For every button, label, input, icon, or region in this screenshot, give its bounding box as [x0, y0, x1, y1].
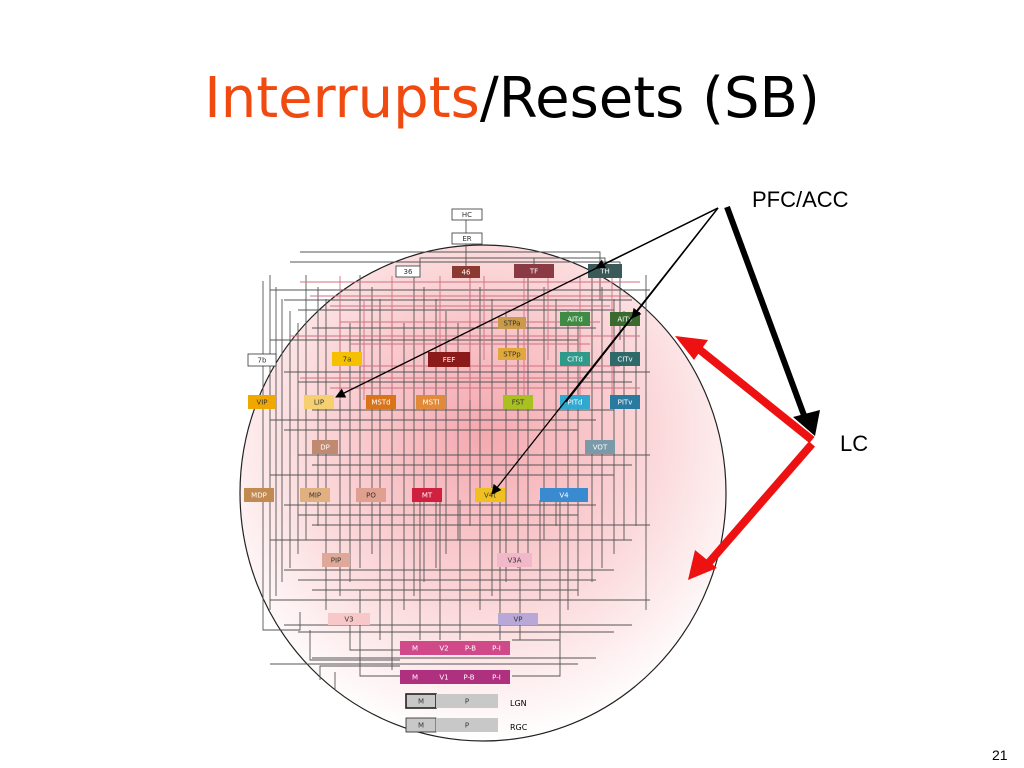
area-label-citv: CITv	[617, 356, 632, 364]
area-label-msti: MSTl	[423, 399, 440, 407]
area-label-vp: VP	[513, 616, 522, 624]
slide-title: Interrupts/Resets (SB)	[0, 68, 1024, 130]
area-box-stpp	[498, 348, 526, 360]
area-label-stpa: STPa	[504, 320, 521, 328]
area-label-mdp: MDP	[251, 492, 267, 500]
area-box-pitv	[610, 395, 640, 409]
area-box-a7a	[332, 352, 362, 366]
area-label-v4t: V4t	[484, 492, 496, 500]
area-box-v2m	[400, 641, 430, 655]
area-label-pitv: PITv	[618, 399, 633, 407]
area-box-fef	[428, 352, 470, 367]
area-box-mt	[412, 488, 442, 502]
area-label-v1: V1	[439, 674, 448, 682]
area-box-vot	[585, 440, 615, 454]
area-label-th: TH	[599, 268, 610, 276]
area-label-a36: 36	[404, 268, 413, 276]
area-label-pip: PIP	[331, 557, 342, 565]
area-box-po	[356, 488, 386, 502]
area-label-fst: FST	[512, 399, 525, 407]
area-label-mt: MT	[422, 492, 433, 500]
area-label-pitd: PITd	[567, 399, 582, 407]
area-box-v4	[540, 488, 588, 502]
area-box-v3a	[497, 553, 532, 567]
area-box-lip	[304, 395, 334, 409]
area-box-v2pi	[483, 641, 510, 655]
area-label-po: PO	[366, 492, 376, 500]
area-box-mdp	[244, 488, 274, 502]
area-box-v1	[430, 670, 458, 684]
area-box-v1m	[400, 670, 430, 684]
lgn-label: LGN	[510, 699, 527, 708]
area-label-v2pb: P-B	[465, 645, 476, 653]
area-box-aitd	[560, 312, 590, 326]
area-box-stpa	[498, 317, 526, 329]
pfc-to-lc-arrow	[724, 205, 820, 436]
area-box-v1pi	[483, 670, 510, 684]
area-box-msti	[416, 395, 446, 409]
area-label-vip: VIP	[256, 399, 267, 407]
title-rest: /Resets (SB)	[479, 66, 820, 131]
area-label-a7a: 7a	[343, 356, 352, 364]
area-label-hc: HC	[462, 211, 472, 219]
area-label-v2m: M	[412, 645, 418, 653]
pfc-projection-arrows	[335, 207, 719, 495]
area-label-dp: DP	[320, 444, 330, 452]
area-label-a7b: 7b	[258, 357, 267, 365]
area-label-rgcm: M	[418, 722, 424, 730]
area-label-mip: MIP	[309, 492, 321, 500]
area-box-v1pb	[455, 670, 483, 684]
area-label-rgcp: P	[465, 722, 469, 730]
area-label-v1pi: P-I	[492, 674, 501, 682]
area-box-a7b	[247, 353, 277, 367]
area-label-tf: TF	[529, 268, 538, 276]
area-box-citv	[610, 352, 640, 366]
area-label-v4: V4	[559, 492, 569, 500]
area-label-v1m: M	[412, 674, 418, 682]
area-box-pip	[322, 553, 350, 567]
area-box-citd	[560, 352, 590, 366]
area-box-tf	[514, 264, 554, 278]
area-box-v3	[328, 613, 370, 625]
area-box-rgcp	[436, 718, 498, 732]
pfc-acc-label: PFC/ACC	[752, 187, 849, 212]
area-box-v2	[430, 641, 458, 655]
page-number: 21	[992, 747, 1008, 763]
lc-reset-arrows	[675, 336, 816, 580]
area-box-er	[451, 232, 483, 245]
title-accent: Interrupts	[204, 66, 480, 131]
area-box-vip	[248, 395, 276, 409]
area-label-lgnp: P	[465, 698, 469, 706]
rgc-label: RGC	[510, 723, 528, 732]
area-label-v2: V2	[439, 645, 448, 653]
area-label-v2pi: P-I	[492, 645, 501, 653]
area-box-lgnp	[436, 694, 498, 708]
area-label-er: ER	[462, 235, 471, 243]
area-box-v2pb	[458, 641, 483, 655]
area-box-dp	[312, 440, 338, 454]
area-box-a46	[452, 266, 480, 278]
area-label-aitv: AITv	[617, 316, 632, 324]
area-label-lgnm: M	[418, 698, 424, 706]
area-label-v3: V3	[344, 616, 353, 624]
area-box-fst	[503, 395, 533, 409]
area-label-fef: FEF	[443, 356, 455, 364]
area-label-citd: CITd	[567, 356, 583, 364]
area-label-lip: LIP	[314, 399, 324, 407]
area-label-v3a: V3A	[507, 557, 521, 565]
area-box-a36	[395, 265, 421, 278]
lc-label: LC	[840, 431, 869, 456]
area-box-vp	[498, 613, 538, 625]
area-box-mip	[300, 488, 330, 502]
area-box-hc	[451, 208, 483, 221]
area-label-stpp: STPp	[503, 351, 521, 359]
area-label-mstd: MSTd	[371, 399, 390, 407]
area-label-vot: VOT	[593, 444, 608, 452]
area-label-v1pb: P-B	[463, 674, 474, 682]
area-label-aitd: AITd	[567, 316, 583, 324]
area-label-a46: 46	[462, 269, 471, 277]
area-box-mstd	[366, 395, 396, 409]
